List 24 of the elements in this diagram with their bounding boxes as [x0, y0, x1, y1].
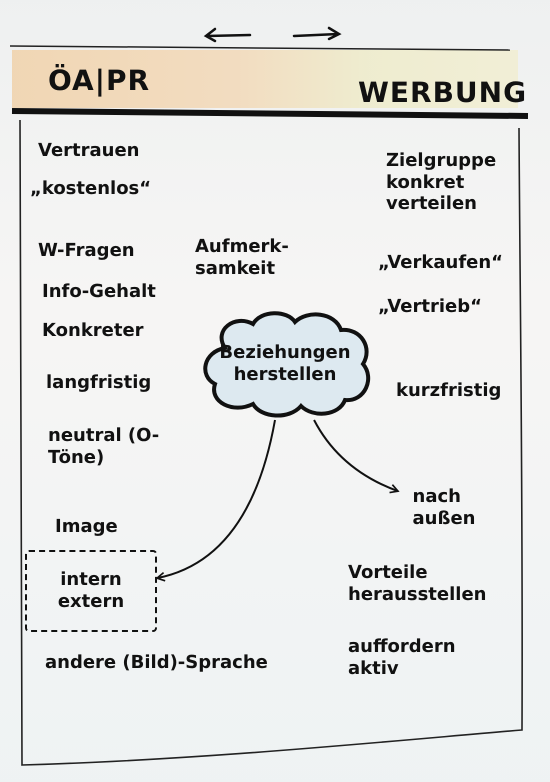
note-text: neutral (O-Töne) [48, 425, 160, 468]
note-text: Info-Gehalt [42, 281, 156, 303]
node-text: Beziehungen herstellen [218, 342, 352, 386]
note-text: nach außen [398, 478, 490, 538]
dashed-box [25, 550, 157, 632]
note-text: auffordern aktiv [348, 636, 457, 680]
note-text: „Vertrieb“ [378, 296, 482, 318]
note-text: Konkreter [42, 320, 144, 342]
note-text: Vorteile herausstellen [348, 562, 488, 606]
note-text: Image [55, 516, 118, 538]
column-heading: WERBUNG [358, 76, 528, 110]
node-text: intern extern [58, 568, 124, 614]
note-text: „kostenlos“ [30, 178, 152, 200]
arrow [156, 420, 276, 582]
note-text: andere (Bild)-Sprache [45, 652, 268, 674]
note-text: kurzfristig [396, 380, 502, 402]
arrow [313, 420, 399, 494]
note-text: langfristig [46, 372, 152, 394]
column-heading: ÖA|PR [48, 64, 150, 98]
note-text: Vertrauen [38, 140, 140, 162]
note-text: Zielgruppe konkret verteilen [386, 150, 498, 215]
note-text: W-Fragen [38, 240, 135, 262]
note-text: „Verkaufen“ [378, 252, 503, 274]
note-text: Aufmerk- samkeit [195, 236, 290, 280]
